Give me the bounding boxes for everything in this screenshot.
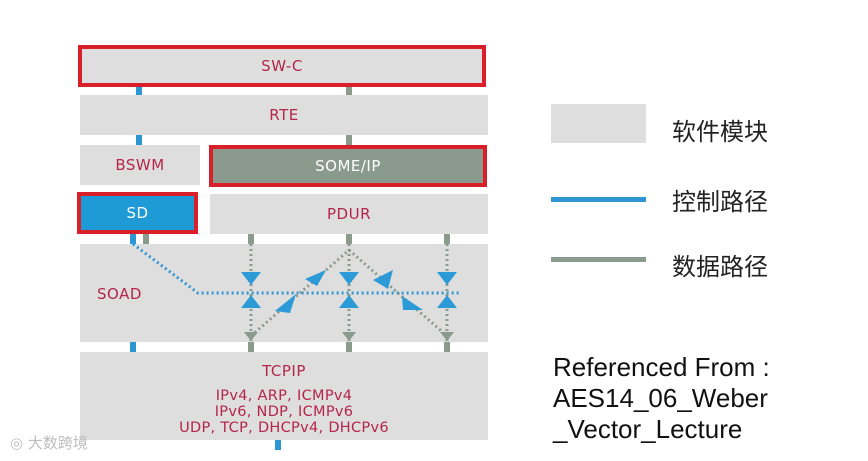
data-path-dotted [250,248,350,338]
rte-block: RTE [80,95,488,135]
switch-icon [241,272,261,285]
arrow-down-icon [342,332,356,341]
control-path-line [130,342,136,353]
tcpip-label: TCPIP [262,362,306,380]
sd-block: SD [77,192,198,234]
soad-label: SOAD [97,285,142,303]
data-path-line [444,342,450,353]
soad-block [80,244,488,342]
reference-line: _Vector_Lecture [553,414,743,444]
legend-data-line [551,257,646,262]
data-path-line [346,135,352,145]
data-path-line [143,233,149,244]
switch-icon [437,295,457,308]
data-path-line [248,342,254,353]
someip-label: SOME/IP [315,157,381,175]
sd-label: SD [126,204,149,222]
switch-icon [437,272,457,285]
watermark-logo-icon: ◎ [10,434,28,452]
reference-line: AES14_06_Weber [553,383,768,413]
tcpip-protocols-line: UDP, TCP, DHCPv4, DHCPv6 [179,420,389,436]
control-path-dotted [132,242,460,295]
rte-label: RTE [269,106,299,124]
tcpip-block: TCPIP IPv4, ARP, ICMPv4 IPv6, NDP, ICMPv… [80,352,488,440]
pdur-label: PDUR [327,205,371,223]
reference-line: Referenced From : [553,352,770,382]
data-path-line [346,233,352,244]
legend-module-swatch [551,104,646,143]
legend-module-label: 软件模块 [672,118,768,146]
legend-control-line [551,197,646,202]
tcpip-protocols-line: IPv4, ARP, ICMPv4 [215,388,353,404]
watermark: ◎ 大数跨境 [10,432,88,453]
watermark-text: 大数跨境 [27,434,88,452]
arrow-icon [305,270,326,286]
legend-data-label: 数据路径 [672,253,768,281]
data-path-dotted [348,248,448,338]
switch-icon [339,295,359,308]
switch-icon [339,272,359,285]
control-path-line [136,135,142,145]
swc-block: SW-C [78,45,486,87]
legend-control-label: 控制路径 [672,188,768,216]
arrow-down-icon [440,332,454,341]
data-path-line [346,342,352,353]
data-path-line [444,233,450,244]
switch-icon [241,295,261,308]
arrow-icon [275,294,296,313]
bswm-block: BSWM [80,145,200,185]
control-path-line [136,85,142,95]
arrow-icon [373,270,393,289]
control-path-line [130,233,136,244]
someip-block: SOME/IP [209,145,487,187]
arrow-down-icon [244,332,258,341]
control-path-line [275,440,281,450]
bswm-label: BSWM [115,156,165,174]
reference-note: Referenced From : AES14_06_Weber _Vector… [553,352,770,445]
data-path-line [248,233,254,244]
arrow-icon [402,296,423,310]
pdur-block: PDUR [210,194,488,234]
swc-label: SW-C [261,57,303,75]
data-path-line [346,85,352,95]
tcpip-protocols-line: IPv6, NDP, ICMPv6 [214,404,354,420]
